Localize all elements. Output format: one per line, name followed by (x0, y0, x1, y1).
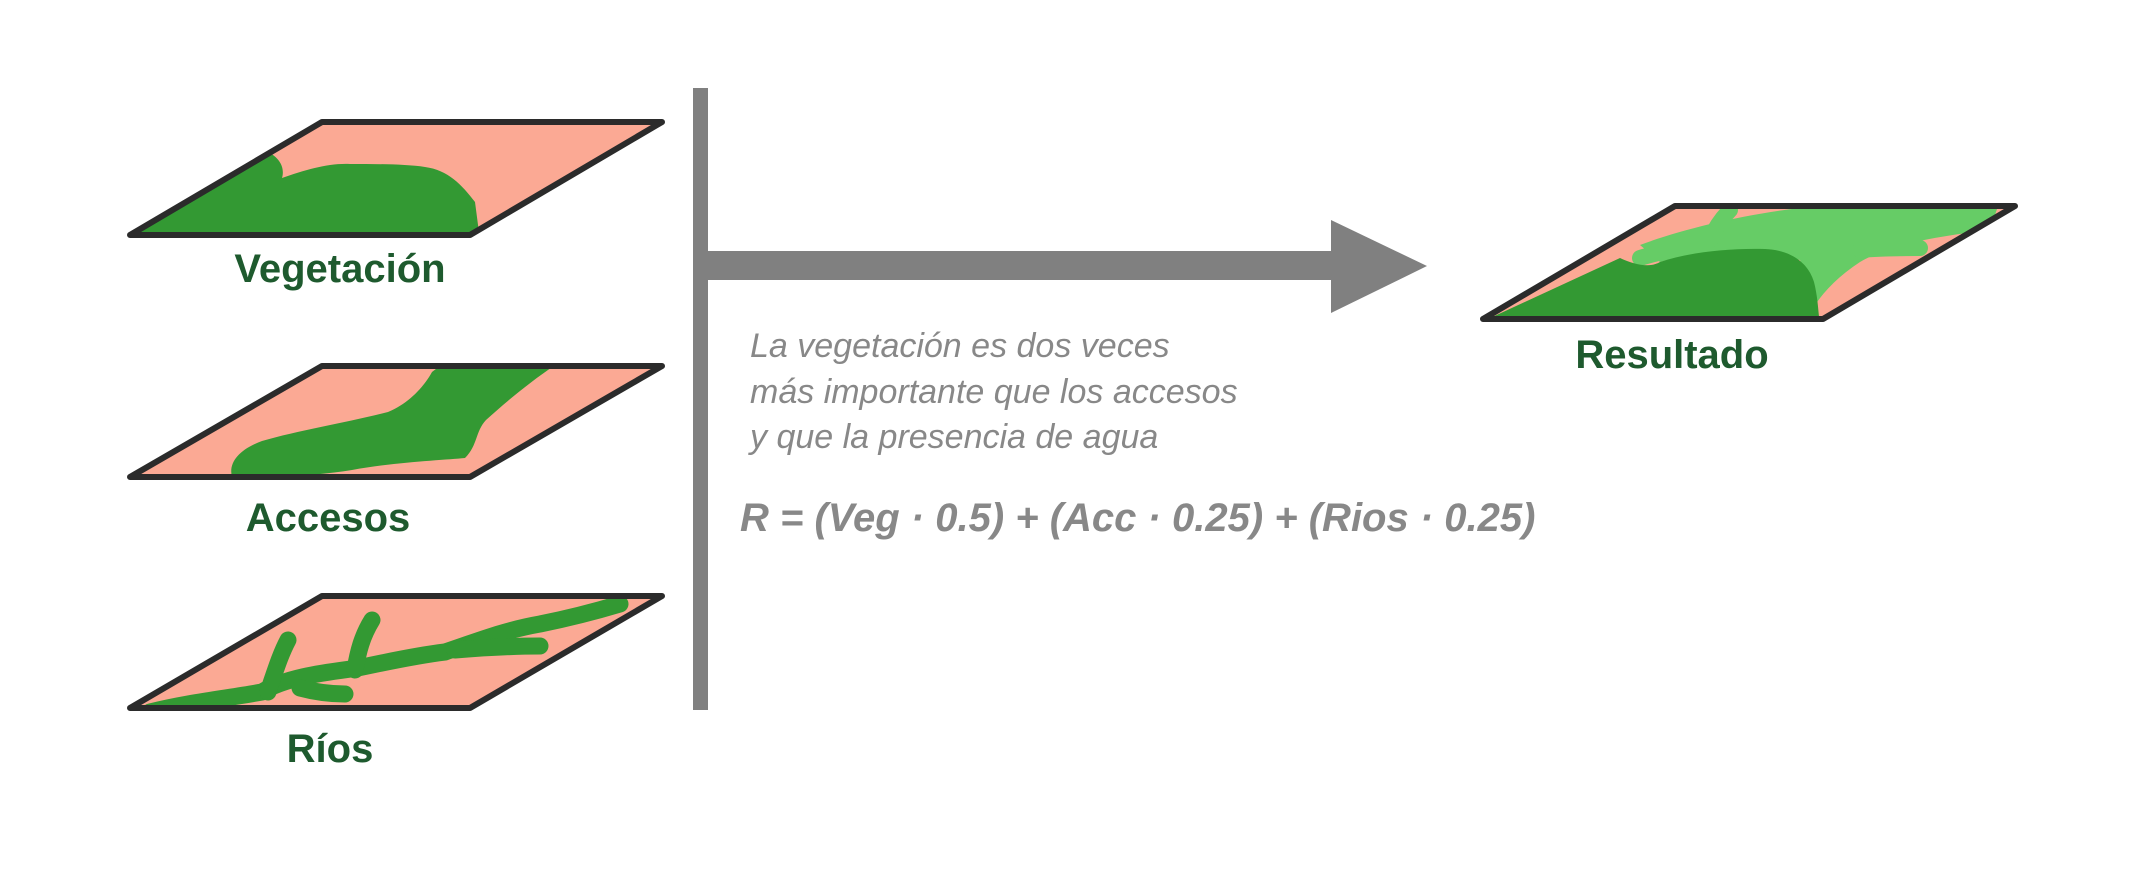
description-line-3: y que la presencia de agua (748, 418, 1158, 456)
result-stream-3 (1852, 240, 1928, 258)
river-branch-2 (346, 611, 381, 679)
result-layer-map (1480, 203, 2018, 322)
result-stream-2 (1702, 206, 1738, 248)
river-network (141, 596, 629, 708)
description-line-2: más importante que los accesos (750, 373, 1238, 411)
river-branch-4 (291, 679, 354, 703)
result-streams (1632, 206, 1928, 266)
river-main (141, 596, 629, 708)
accesos-layer-map (127, 363, 665, 480)
result-overlay (1483, 206, 2000, 319)
weighted-formula: R = (Veg · 0.5) + (Acc · 0.25) + (Rios ·… (740, 496, 1535, 540)
layer-label-rios: Ríos (287, 727, 374, 771)
description-text: La vegetación es dos veces más important… (748, 327, 1247, 456)
result-map-outline (1480, 203, 2018, 322)
river-branch-3 (446, 637, 549, 659)
rios-map-outline (127, 593, 665, 711)
vegetation-area (130, 152, 480, 235)
result-vegetation-area (1483, 248, 1820, 319)
rios-layer-map (127, 593, 665, 711)
arrow-head (1331, 220, 1427, 313)
accesos-area (231, 366, 560, 477)
result-label: Resultado (1575, 333, 1768, 377)
vegetation-layer-map (127, 119, 665, 238)
description-line-1: La vegetación es dos veces (750, 327, 1170, 365)
layer-label-accesos: Accesos (246, 496, 411, 540)
river-branch-1 (259, 631, 297, 701)
layer-label-vegetacion: Vegetación (234, 247, 445, 291)
vertical-divider (693, 88, 708, 710)
accesos-map-outline (127, 363, 665, 480)
arrow-shaft (708, 251, 1333, 280)
vegetation-map-outline (127, 119, 665, 238)
result-light-area (1640, 206, 2000, 305)
